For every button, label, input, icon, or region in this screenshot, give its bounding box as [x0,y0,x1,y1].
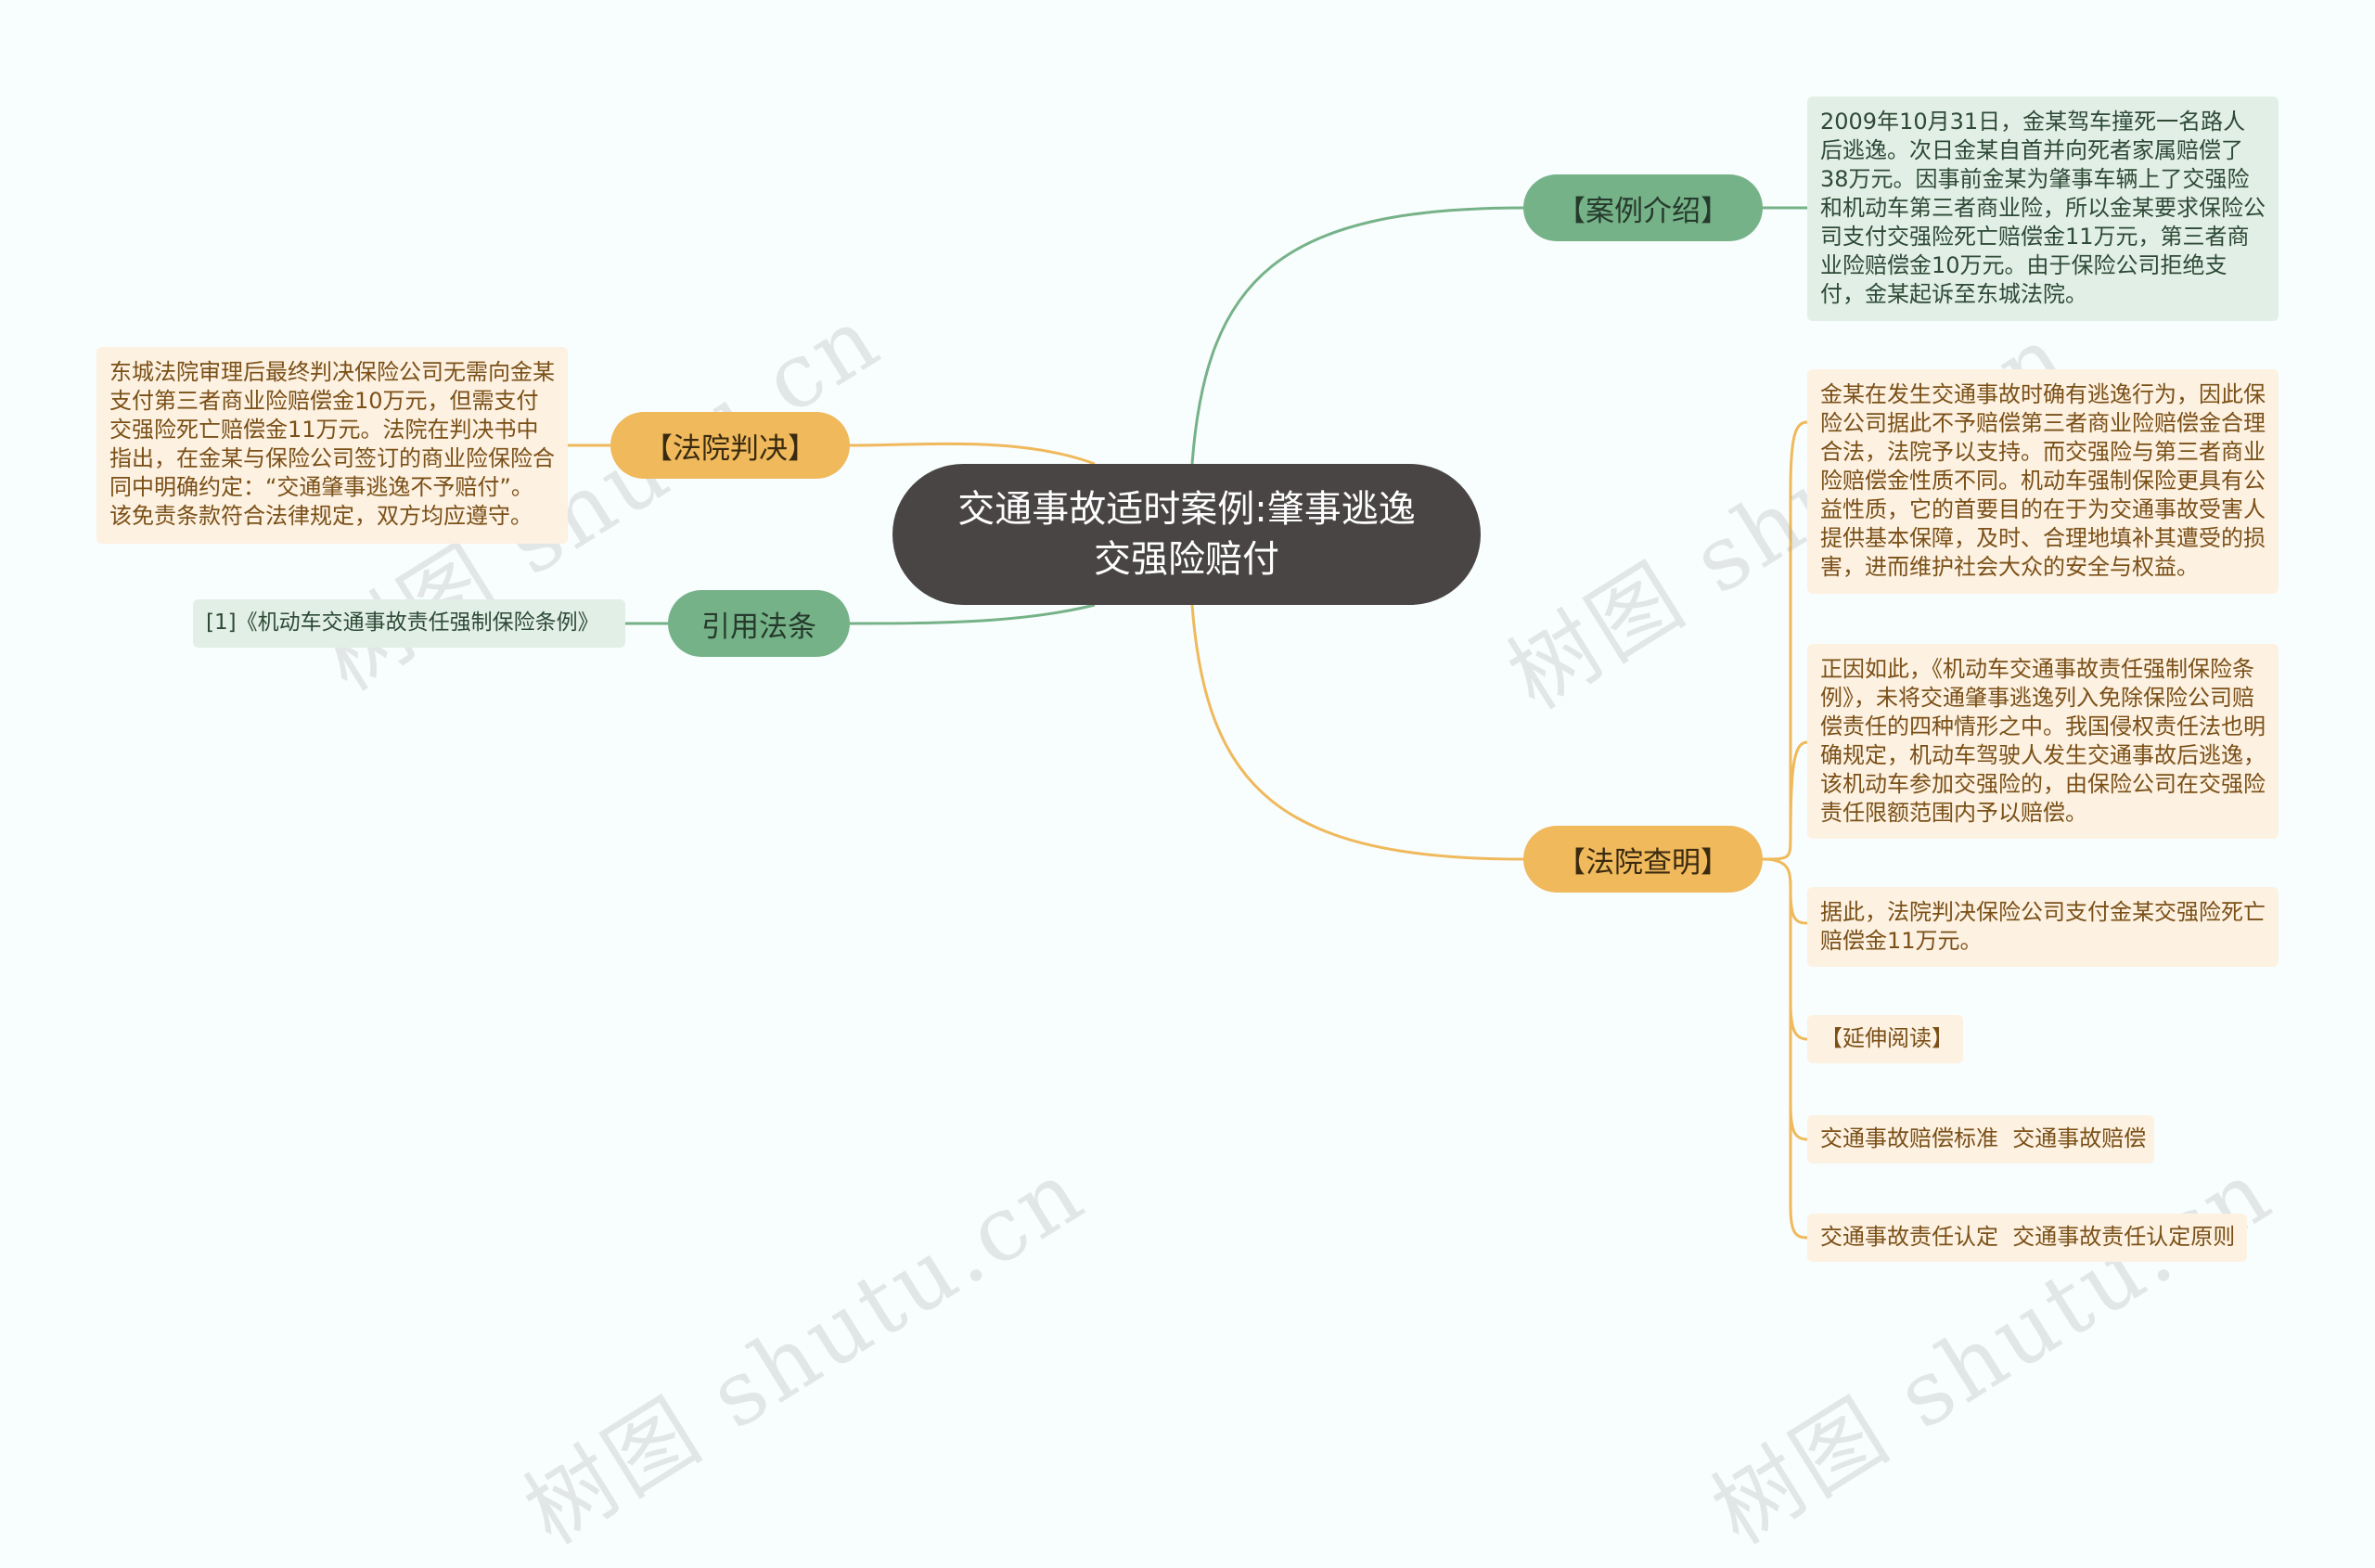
leaf-findings-text: 交通事故责任认定 交通事故责任认定原则 [1820,1224,2236,1250]
connector-findings-bracket [1762,420,1808,861]
branch-judgment[interactable]: 【法院判决】 [610,412,850,479]
branch-case-intro-label: 【案例介绍】 [1557,194,1729,228]
leaf-findings-item[interactable]: 【延伸阅读】 [1807,1015,1963,1063]
branch-cited-law[interactable]: 引用法条 [668,590,850,657]
leaf-findings-item[interactable]: 交通事故责任认定 交通事故责任认定原则 [1807,1214,2247,1262]
leaf-findings-item[interactable]: 金某在发生交通事故时确有逃逸行为，因此保险公司据此不予赔偿第三者商业险赔偿金合理… [1807,369,2279,594]
connector-lines [568,206,1808,1240]
connector-cited-law [848,603,1096,625]
leaf-cited-law[interactable]: [1]《机动车交通事故责任强制保险条例》 [193,599,625,648]
leaf-judgment-text: 东城法院审理后最终判决保险公司无需向金某支付第三者商业险赔偿金10万元，但需支付… [109,359,555,529]
central-topic[interactable]: 交通事故适时案例:肇事逃逸交强险赔付 [892,464,1481,605]
branch-judgment-label: 【法院判决】 [644,431,816,466]
leaf-findings-text: 交通事故赔偿标准 交通事故赔偿 [1820,1125,2147,1151]
connector-case-intro [1190,206,1524,465]
branch-case-intro[interactable]: 【案例介绍】 [1523,174,1763,241]
leaf-findings-item[interactable]: 交通事故赔偿标准 交通事故赔偿 [1807,1115,2154,1163]
leaf-case-intro[interactable]: 2009年10月31日，金某驾车撞死一名路人后逃逸。次日金某自首并向死者家属赔偿… [1807,96,2279,321]
central-topic-label: 交通事故适时案例:肇事逃逸交强险赔付 [957,488,1416,581]
leaf-findings-text: 正因如此，《机动车交通事故责任强制保险条例》，未将交通肇事逃逸列入免除保险公司赔… [1820,656,2266,826]
branch-cited-law-label: 引用法条 [701,610,816,644]
branch-court-findings-label: 【法院查明】 [1557,845,1729,880]
leaf-findings-text: 【延伸阅读】 [1820,1025,1954,1051]
connector-court-findings [1190,604,1524,861]
leaf-findings-text: 金某在发生交通事故时确有逃逸行为，因此保险公司据此不予赔偿第三者商业险赔偿金合理… [1820,381,2266,580]
leaf-case-intro-text: 2009年10月31日，金某驾车撞死一名路人后逃逸。次日金某自首并向死者家属赔偿… [1820,109,2266,307]
leaf-cited-law-text: [1]《机动车交通事故责任强制保险条例》 [206,610,599,635]
leaf-findings-item[interactable]: 正因如此，《机动车交通事故责任强制保险条例》，未将交通肇事逃逸列入免除保险公司赔… [1807,644,2279,839]
leaf-findings-item[interactable]: 据此，法院判决保险公司支付金某交强险死亡赔偿金11万元。 [1807,887,2279,967]
connector-judgment [848,442,1096,466]
leaf-findings-text: 据此，法院判决保险公司支付金某交强险死亡赔偿金11万元。 [1820,899,2266,954]
leaf-judgment[interactable]: 东城法院审理后最终判决保险公司无需向金某支付第三者商业险赔偿金10万元，但需支付… [96,347,568,544]
branch-court-findings[interactable]: 【法院查明】 [1523,826,1763,893]
